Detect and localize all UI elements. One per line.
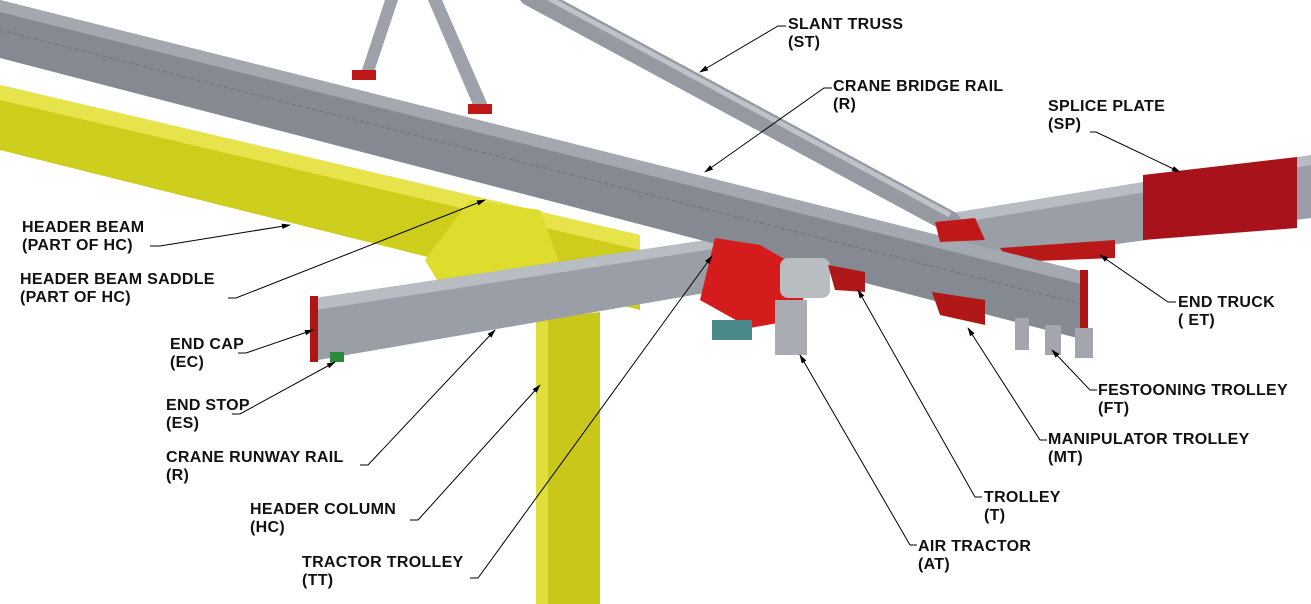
festooning-trolley — [1015, 318, 1093, 358]
leader-end-truck — [1099, 254, 1176, 303]
label-end-stop: END STOP(ES) — [166, 397, 250, 432]
label-header-beam: HEADER BEAM(PART OF HC) — [22, 219, 145, 254]
leader-end-cap — [238, 329, 314, 354]
label-slant-truss: SLANT TRUSS(ST) — [788, 16, 904, 51]
leader-header-beam — [150, 223, 291, 247]
leader-header-column — [410, 384, 541, 521]
crane-bridge-rail — [0, 0, 1088, 342]
slant-truss — [520, 0, 985, 242]
label-festooning-trolley: FESTOONING TROLLEY(FT) — [1098, 382, 1289, 417]
label-tractor-trolley: TRACTOR TROLLEY(TT) — [302, 554, 464, 589]
crane-runway-rail-left — [310, 238, 722, 362]
label-air-tractor: AIR TRACTOR(AT) — [918, 538, 1032, 573]
label-trolley: TROLLEY(T) — [984, 489, 1061, 524]
trolley — [828, 265, 865, 292]
leader-air-tractor — [799, 354, 917, 546]
header-column — [536, 312, 600, 604]
leader-trolley — [857, 289, 982, 498]
leader-crane-runway-rail — [360, 329, 496, 466]
leader-header-beam-saddle — [228, 199, 486, 299]
label-manipulator-trolley: MANIPULATOR TROLLEY(MT) — [1048, 431, 1250, 466]
leader-manipulator-trolley — [967, 327, 1047, 441]
truss-legs — [352, 0, 492, 114]
end-truck — [1000, 240, 1115, 262]
leader-splice-plate — [1090, 131, 1181, 173]
manipulator-trolley — [932, 292, 985, 325]
leader-tractor-trolley — [470, 255, 713, 579]
label-crane-bridge-rail: CRANE BRIDGE RAIL(R) — [833, 78, 1004, 113]
label-end-cap: END CAP(EC) — [170, 336, 245, 371]
leader-end-stop — [232, 361, 336, 415]
label-splice-plate: SPLICE PLATE(SP) — [1048, 98, 1166, 133]
leader-festooning-trolley — [1051, 349, 1097, 391]
crane-runway-rail-right — [940, 155, 1311, 265]
label-end-truck: END TRUCK( ET) — [1178, 294, 1275, 329]
splice-plate — [1143, 157, 1297, 240]
label-crane-runway-rail: CRANE RUNWAY RAIL(R) — [166, 449, 344, 484]
label-header-beam-saddle: HEADER BEAM SADDLE(PART OF HC) — [20, 271, 215, 306]
leader-crane-bridge-rail — [704, 87, 832, 173]
leader-lines — [150, 25, 1181, 579]
tractor-trolley — [700, 238, 830, 355]
label-header-column: HEADER COLUMN(HC) — [250, 501, 397, 536]
leader-slant-truss — [699, 25, 786, 73]
